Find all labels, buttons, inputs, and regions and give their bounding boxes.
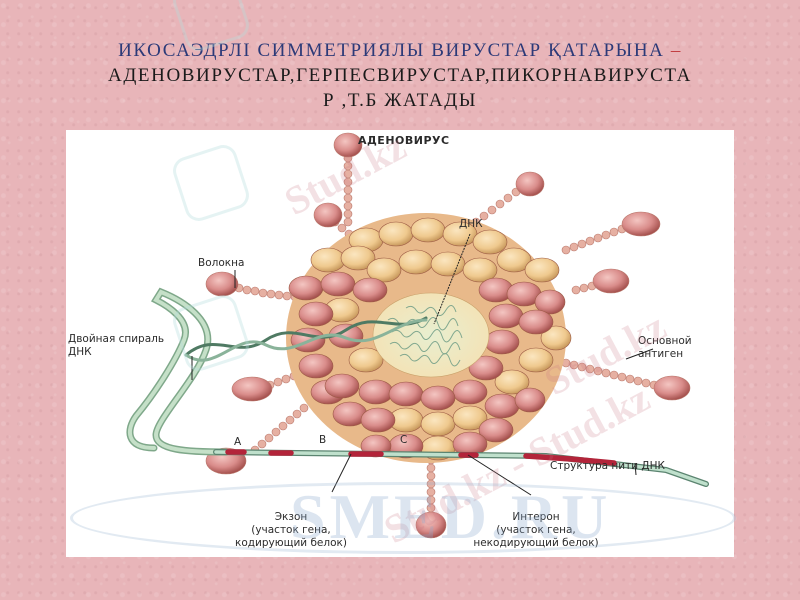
adenovirus-figure: АДЕНОВИРУС ДНК Волокна Двойная спираль Д… [66, 130, 734, 557]
dna-double-helix [126, 287, 709, 487]
label-dna-strand-structure: Структура нити ДНК [550, 460, 665, 472]
title-line-2: АДЕНОВИРУСТАР,ГЕРПЕСВИРУСТАР,ПИКОРНАВИРУ… [108, 65, 692, 86]
adenovirus-illustration [126, 132, 709, 539]
capsid [286, 213, 572, 463]
label-fibers: Волокна [198, 257, 245, 269]
label-segment-b: B [319, 434, 327, 446]
figure-title: АДЕНОВИРУС [358, 134, 450, 147]
label-double-helix: Двойная спираль ДНК [68, 333, 165, 358]
label-intron: Интерон (участок гена, некодирующий бело… [473, 511, 599, 549]
title-line-3: Р ,Т.Б ЖАТАДЫ [323, 90, 477, 111]
label-segment-c: C [400, 434, 408, 446]
label-dna: ДНК [459, 218, 483, 230]
title-line-1: ИКОСАЭДРЛІ СИММЕТРИЯЛЫ ВИРУСТАР ҚАТАРЫНА… [118, 40, 682, 61]
label-exon: Экзон (участок гена, кодирующий белок) [235, 511, 347, 549]
slide-title: ИКОСАЭДРЛІ СИММЕТРИЯЛЫ ВИРУСТАР ҚАТАРЫНА… [0, 38, 800, 113]
label-segment-a: A [234, 436, 242, 448]
label-leaders [191, 233, 654, 496]
label-main-antigen: Основной антиген [638, 335, 692, 360]
